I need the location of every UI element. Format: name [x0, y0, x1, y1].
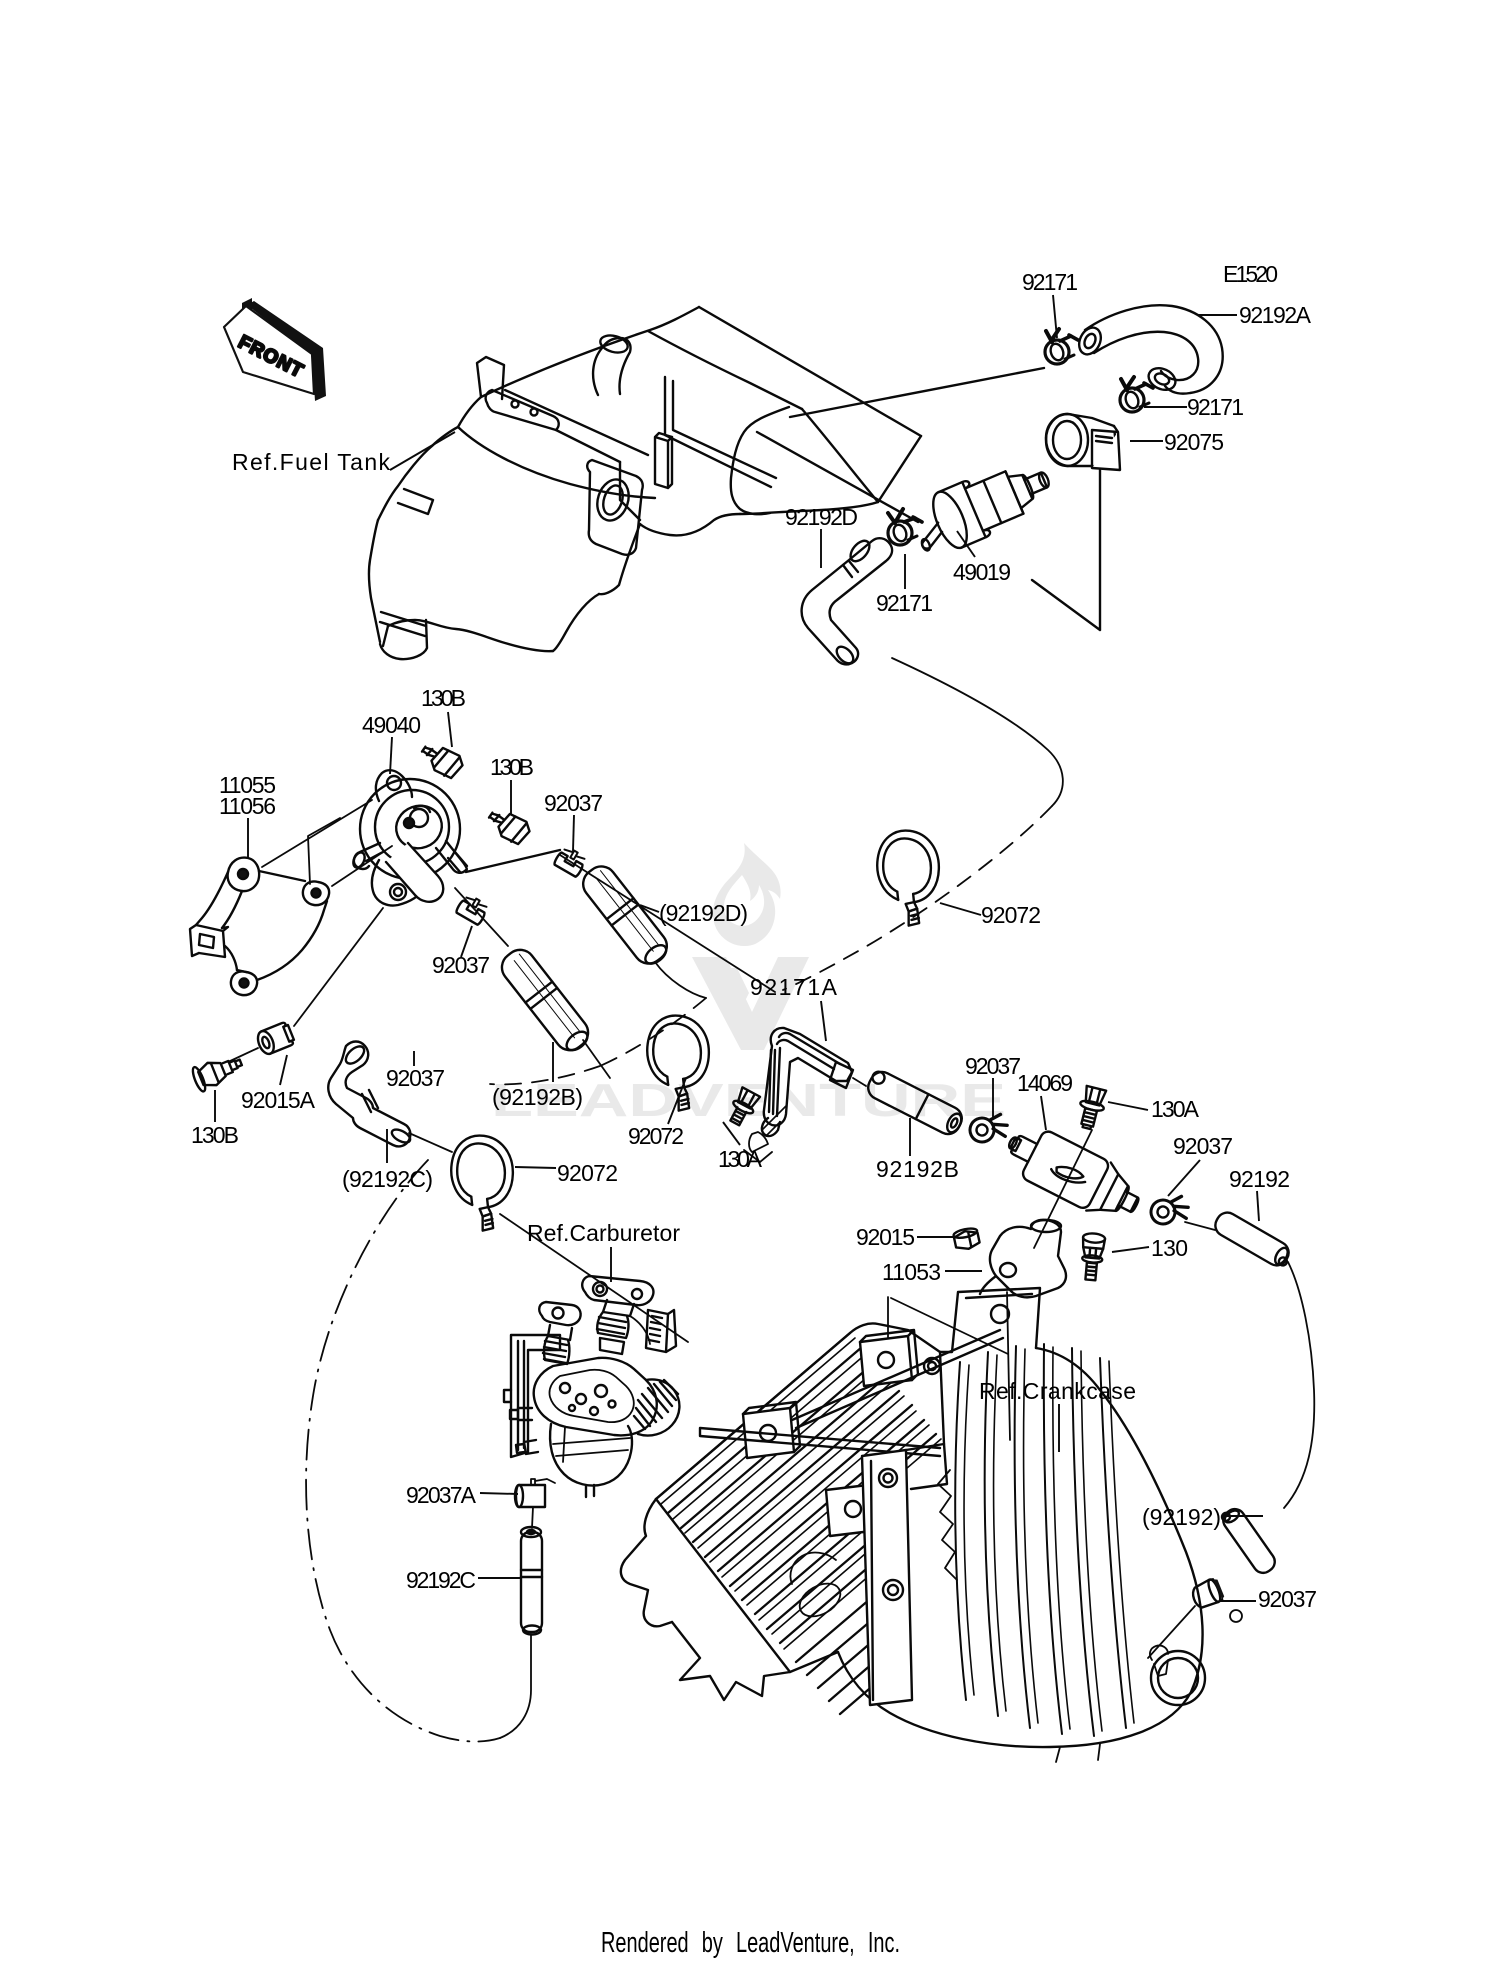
svg-text:11056: 11056	[219, 793, 276, 819]
svg-text:11053: 11053	[882, 1259, 941, 1285]
svg-text:92072: 92072	[981, 902, 1041, 928]
svg-text:(92192C): (92192C)	[342, 1166, 433, 1192]
svg-text:92192B: 92192B	[876, 1156, 959, 1182]
svg-text:LEADVENTURE: LEADVENTURE	[491, 1074, 1006, 1126]
svg-text:92015A: 92015A	[241, 1087, 316, 1113]
svg-text:Ref.Crankcase: Ref.Crankcase	[979, 1378, 1136, 1404]
svg-text:49040: 49040	[362, 712, 421, 738]
svg-text:92037: 92037	[1258, 1586, 1317, 1612]
svg-text:92075: 92075	[1164, 429, 1224, 455]
svg-text:92037A: 92037A	[406, 1482, 477, 1508]
svg-text:92171: 92171	[1022, 269, 1078, 295]
svg-text:92171: 92171	[1187, 394, 1244, 420]
svg-text:49019: 49019	[953, 559, 1011, 585]
svg-text:92171A: 92171A	[750, 974, 838, 1000]
svg-text:11055: 11055	[219, 772, 276, 798]
svg-text:E1520: E1520	[1223, 261, 1278, 287]
svg-text:(92192D): (92192D)	[659, 900, 748, 926]
svg-text:92037: 92037	[386, 1065, 445, 1091]
svg-text:130A: 130A	[1151, 1096, 1200, 1122]
svg-text:Rendered by LeadVenture, Inc.: Rendered by LeadVenture, Inc.	[601, 1927, 900, 1959]
svg-text:(92192B): (92192B)	[492, 1084, 583, 1110]
svg-text:92192A: 92192A	[1239, 302, 1312, 328]
svg-text:130B: 130B	[191, 1122, 239, 1148]
svg-text:130B: 130B	[490, 754, 534, 780]
svg-text:Ref.Fuel Tank: Ref.Fuel Tank	[232, 449, 391, 475]
svg-text:92192C: 92192C	[406, 1567, 476, 1593]
svg-text:92072: 92072	[628, 1123, 684, 1149]
svg-text:92037: 92037	[432, 952, 490, 978]
svg-text:92015: 92015	[856, 1224, 915, 1250]
svg-text:130A: 130A	[718, 1146, 763, 1172]
svg-text:92037: 92037	[544, 790, 603, 816]
svg-text:92072: 92072	[557, 1160, 618, 1186]
svg-text:130: 130	[1151, 1235, 1188, 1261]
svg-text:92171: 92171	[876, 590, 933, 616]
svg-text:92037: 92037	[1173, 1133, 1233, 1159]
svg-text:Ref.Carburetor: Ref.Carburetor	[527, 1220, 680, 1246]
svg-text:130B: 130B	[421, 685, 466, 711]
svg-text:14069: 14069	[1017, 1070, 1073, 1096]
svg-text:(92192): (92192)	[1142, 1504, 1221, 1530]
svg-text:92192: 92192	[1229, 1166, 1290, 1192]
svg-text:92192D: 92192D	[785, 504, 858, 530]
svg-text:92037: 92037	[965, 1053, 1021, 1079]
